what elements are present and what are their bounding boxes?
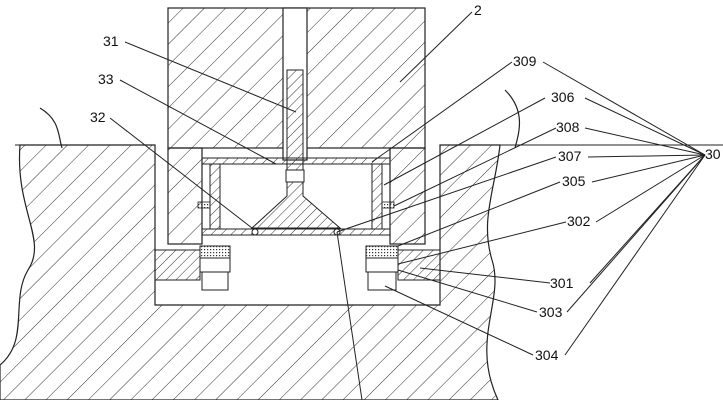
cone-32	[250, 181, 342, 236]
callout-308: 308	[556, 119, 580, 135]
callout-labels: 2 31 33 32 309 306 308 307 305 302 301 3…	[90, 2, 721, 363]
callout-33: 33	[98, 71, 114, 87]
callout-306: 306	[551, 89, 575, 105]
ground-body	[0, 89, 723, 400]
leader-lines	[109, 11, 706, 400]
callout-303: 303	[539, 304, 563, 320]
callout-305: 305	[562, 173, 586, 189]
callout-309: 309	[513, 53, 537, 69]
callout-31: 31	[103, 33, 119, 49]
callout-302: 302	[567, 213, 591, 229]
left-bottom-assembly	[154, 245, 231, 291]
callout-32: 32	[90, 109, 106, 125]
callout-30: 30	[705, 146, 721, 162]
callout-304: 304	[535, 347, 559, 363]
callout-307: 307	[558, 148, 582, 164]
rod-31	[285, 69, 305, 183]
callout-301: 301	[550, 275, 574, 291]
right-bottom-assembly	[365, 245, 441, 291]
callout-2: 2	[474, 2, 482, 18]
